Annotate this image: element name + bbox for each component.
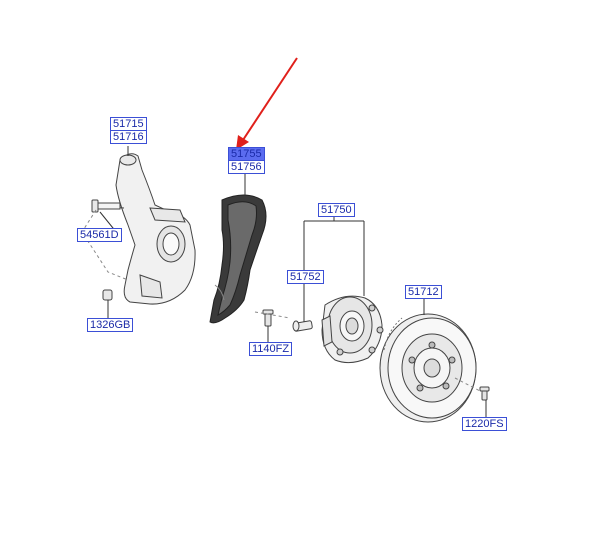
pointer-arrow [236,57,298,150]
knuckle-nut [102,289,113,301]
part-label-1140fz[interactable]: 1140FZ [249,342,293,356]
part-label-51752[interactable]: 51752 [287,270,324,284]
part-label-51756[interactable]: 51756 [228,160,265,174]
part-label-51716[interactable]: 51716 [110,130,147,144]
part-label-51750[interactable]: 51750 [318,203,355,217]
part-label-1220fs[interactable]: 1220FS [462,417,507,431]
knuckle-bolt [91,199,125,213]
disc-screw [479,386,490,401]
part-label-51755[interactable]: 51755 [228,147,265,161]
dust-shield [209,194,267,324]
part-label-51715[interactable]: 51715 [110,117,147,131]
brake-disc [379,313,477,423]
shield-bolt [262,309,274,327]
hub-bolt [292,320,313,332]
wheel-hub [321,295,384,364]
part-label-1326gb[interactable]: 1326GB [87,318,134,332]
part-label-51712[interactable]: 51712 [405,285,442,299]
part-label-54561d[interactable]: 54561D [77,228,122,242]
steering-knuckle [115,153,196,305]
